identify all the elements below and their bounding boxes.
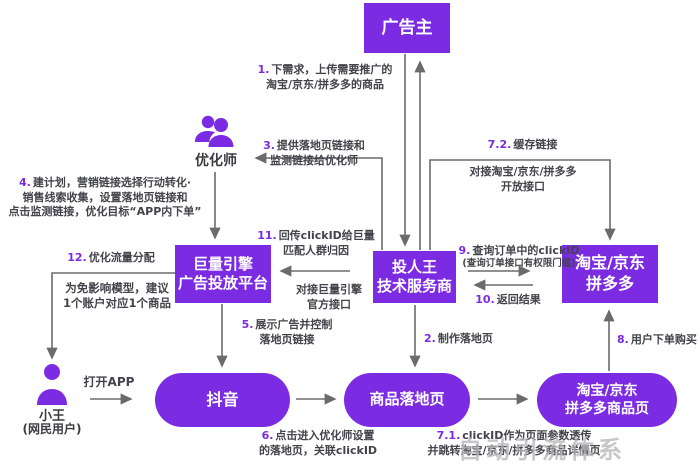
optimizer-label: 优化师 <box>195 153 237 169</box>
step11-number: 11. <box>257 229 277 242</box>
label-step3: 3.提供落地页链接和 监测链接给优化师 <box>263 139 365 167</box>
node-advertiser: 广告主 <box>364 3 450 53</box>
label-taobao-open-api: 对接淘宝/京东/拼多多 开放接口 <box>469 165 577 193</box>
user-person-icon <box>35 363 69 407</box>
label-step12: 12.优化流量分配 <box>67 251 155 264</box>
step4-number: 4. <box>18 176 31 189</box>
step5-number: 5. <box>241 318 254 331</box>
label-open-app: 打开APP <box>83 375 135 389</box>
step12-number: 12. <box>67 251 87 264</box>
watermark-text: 自动引流体系 <box>458 436 626 464</box>
label-step10: 10.返回结果 <box>475 293 541 306</box>
label-step1: 1.下需求，上传需要推广的 淘宝/京东/拼多多的商品 <box>257 63 393 91</box>
label-step4: 4.建计划，营销链接选择行动转化· 销售线索收集，设置落地页链接和 点击监测链接… <box>8 176 202 219</box>
user-type-label: (网民用户) <box>22 422 82 436</box>
step6-number: 6. <box>261 429 274 442</box>
step8-number: 8. <box>617 333 629 346</box>
label-step11: 11.回传clickID给巨量 匹配人群归因 <box>257 229 375 257</box>
step2-number: 2. <box>424 332 436 345</box>
step1-number: 1. <box>257 63 270 76</box>
label-step12-note: 为免影响模型，建议 1个账户对应1个商品 <box>62 281 171 311</box>
label-step2: 2.制作落地页 <box>424 332 493 345</box>
label-step6: 6.点击进入优化师设置 的落地页，关联clickID <box>258 429 378 457</box>
node-product-landing-page: 商品落地页 <box>344 373 470 427</box>
label-step9-note: (查询订单接口有权限门槛) <box>462 258 576 269</box>
label-step9: 9.查询订单中的clickID <box>458 244 580 257</box>
label-juliang-api: 对接巨量引擎 官方接口 <box>296 283 362 311</box>
step7-2-number: 7.2. <box>487 138 512 151</box>
label-step5: 5.展示广告并控制 落地页链接 <box>241 318 333 346</box>
step3-number: 3. <box>263 139 275 152</box>
step7-1-number: 7.1. <box>436 429 461 442</box>
node-taobao-jd-pdd: 淘宝/京东 拼多多 <box>562 245 658 303</box>
node-juliang-engine-platform: 巨量引擎 广告投放平台 <box>175 245 271 303</box>
label-step7-1: 7.1.clickID作为页面参数透传 并跳转淘宝/京东/拼多多商品详情页 <box>427 429 601 457</box>
optimizer-people-icon <box>192 114 240 152</box>
node-taobao-jd-pdd-product-page: 淘宝/京东 拼多多商品页 <box>537 373 677 427</box>
label-step8: 8.用户下单购买 <box>617 333 697 346</box>
step9-number: 9. <box>458 244 471 257</box>
user-name-label: 小王 <box>38 409 65 424</box>
label-step7-2: 7.2.缓存链接 <box>487 138 558 151</box>
node-douyin: 抖音 <box>155 373 290 427</box>
node-service-provider: 投人王 技术服务商 <box>373 251 456 303</box>
step10-number: 10. <box>475 293 495 306</box>
